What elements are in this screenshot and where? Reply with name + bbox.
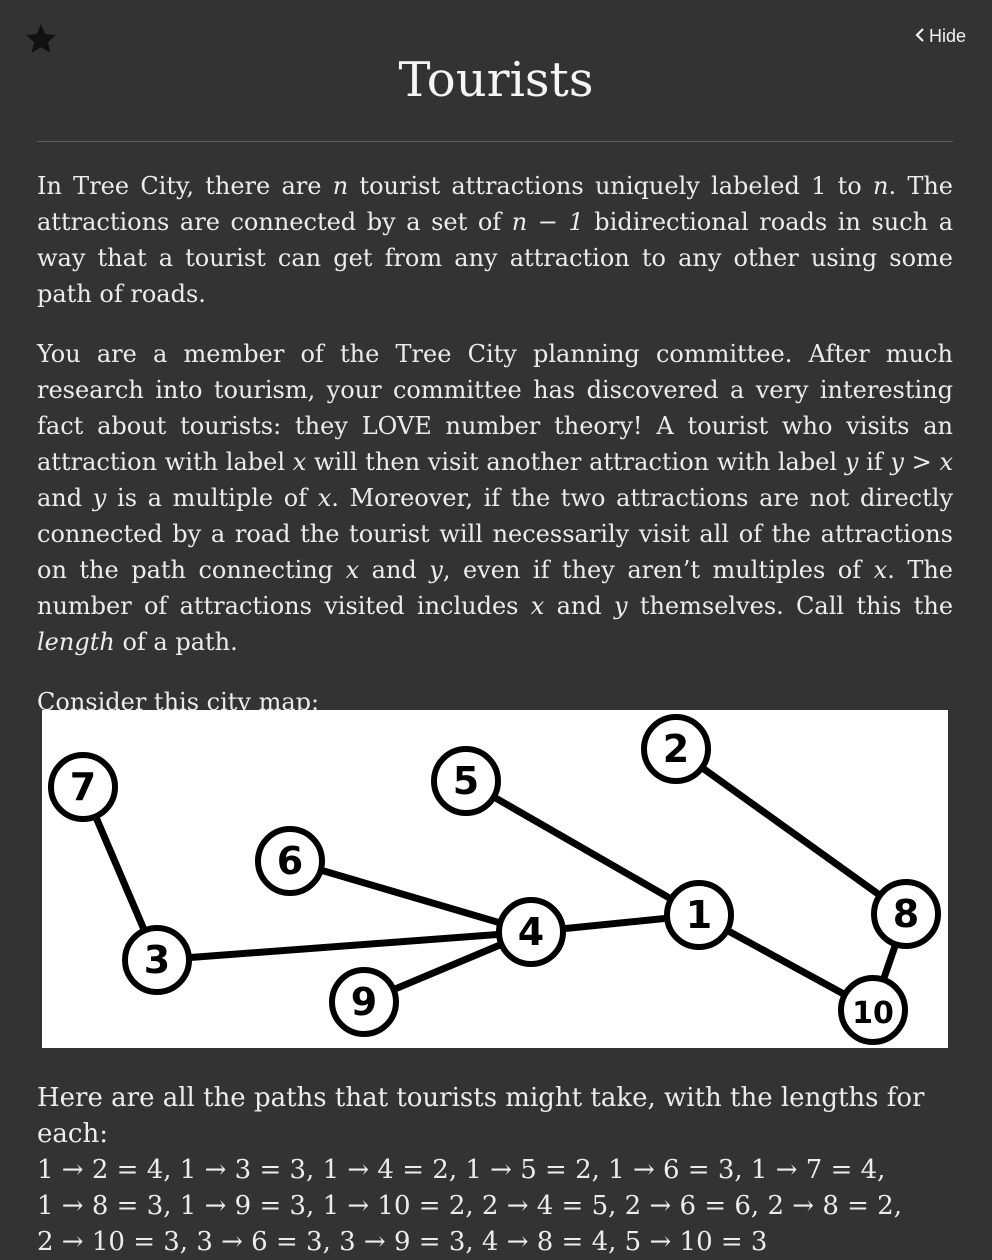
hide-label: Hide xyxy=(928,26,966,46)
road-5-1 xyxy=(464,777,701,919)
attraction-node-10: 10 xyxy=(838,975,908,1045)
attraction-label: 9 xyxy=(351,980,377,1024)
paths-line: 1 → 8 = 3, 1 → 9 = 3, 1 → 10 = 2, 2 → 4 … xyxy=(37,1191,902,1221)
paths-intro: Here are all the paths that tourists mig… xyxy=(37,1083,925,1149)
text: and xyxy=(544,592,614,620)
text: is a multiple of xyxy=(106,484,318,512)
math-var: x xyxy=(873,556,888,584)
math-var: y xyxy=(614,592,628,620)
attraction-label: 2 xyxy=(663,727,689,771)
hide-button[interactable]: Hide xyxy=(915,26,966,47)
problem-statement: In Tree City, there are n tourist attrac… xyxy=(37,168,953,744)
page-title: Tourists xyxy=(398,52,594,108)
attraction-node-8: 8 xyxy=(871,879,941,949)
city-map-graph: 1 2 3 4 5 6 7 8 9 10 xyxy=(48,714,941,1045)
text: In Tree City, there are xyxy=(37,172,333,200)
road-8-2 xyxy=(673,746,909,917)
text: . Moreover, if the two attractions are n… xyxy=(37,484,954,584)
attraction-node-1: 1 xyxy=(664,880,734,950)
road-3-4 xyxy=(156,928,532,964)
star-icon[interactable] xyxy=(24,22,58,56)
math-var: y xyxy=(429,556,443,584)
attraction-label: 1 xyxy=(686,893,712,937)
text: and xyxy=(359,556,430,584)
attraction-label: 8 xyxy=(893,892,919,936)
math-var: y > x xyxy=(890,448,954,476)
paragraph-intro: In Tree City, there are n tourist attrac… xyxy=(37,168,953,312)
attraction-node-7: 7 xyxy=(48,752,118,822)
math-var: x xyxy=(530,592,545,620)
math-var: x xyxy=(292,448,307,476)
math-var: n xyxy=(872,172,889,200)
math-var: x xyxy=(317,484,332,512)
math-var: y xyxy=(92,484,107,512)
text: . The attractions are connected by a set… xyxy=(37,172,953,236)
chevron-left-icon xyxy=(915,26,925,47)
attraction-label: 5 xyxy=(453,759,479,803)
text: . The number of attractions visited incl… xyxy=(37,556,954,620)
title-divider xyxy=(37,141,953,142)
attraction-label: 10 xyxy=(852,996,894,1031)
attraction-node-2: 2 xyxy=(641,714,711,784)
paragraph-rules: You are a member of the Tree City planni… xyxy=(37,336,953,660)
attraction-node-9: 9 xyxy=(329,967,399,1037)
text: and xyxy=(37,484,93,512)
paths-line: 1 → 2 = 4, 1 → 3 = 3, 1 → 4 = 2, 1 → 5 =… xyxy=(37,1155,886,1185)
text: , even if they aren’t multiples of xyxy=(442,556,874,584)
math-var: length xyxy=(37,628,115,656)
math-var: x xyxy=(345,556,360,584)
attraction-label: 6 xyxy=(277,839,303,883)
paths-list: Here are all the paths that tourists mig… xyxy=(37,1080,953,1260)
math-var: n − 1 xyxy=(511,208,584,236)
text: bidirectional roads in such a way that a… xyxy=(37,208,954,308)
math-var: n xyxy=(332,172,349,200)
attraction-node-5: 5 xyxy=(431,746,501,816)
attraction-node-6: 6 xyxy=(255,826,325,896)
attraction-label: 7 xyxy=(70,765,96,809)
text: tourist attractions uniquely labeled 1 t… xyxy=(348,172,873,200)
text: of a path. xyxy=(114,628,238,656)
city-map: 1 2 3 4 5 6 7 8 9 10 xyxy=(42,710,948,1048)
road-6-4 xyxy=(289,857,532,936)
text: You are a member of the Tree City planni… xyxy=(37,340,953,476)
text: if xyxy=(858,448,891,476)
paths-line: 2 → 10 = 3, 3 → 6 = 3, 3 → 9 = 3, 4 → 8 … xyxy=(37,1227,768,1257)
text: will then visit another attraction with … xyxy=(306,448,845,476)
attraction-label: 3 xyxy=(144,938,170,982)
attraction-node-3: 3 xyxy=(122,925,192,995)
math-var: y xyxy=(844,448,859,476)
text: themselves. Call this the xyxy=(627,592,954,620)
attraction-node-4: 4 xyxy=(496,897,566,967)
attraction-label: 4 xyxy=(518,910,544,954)
